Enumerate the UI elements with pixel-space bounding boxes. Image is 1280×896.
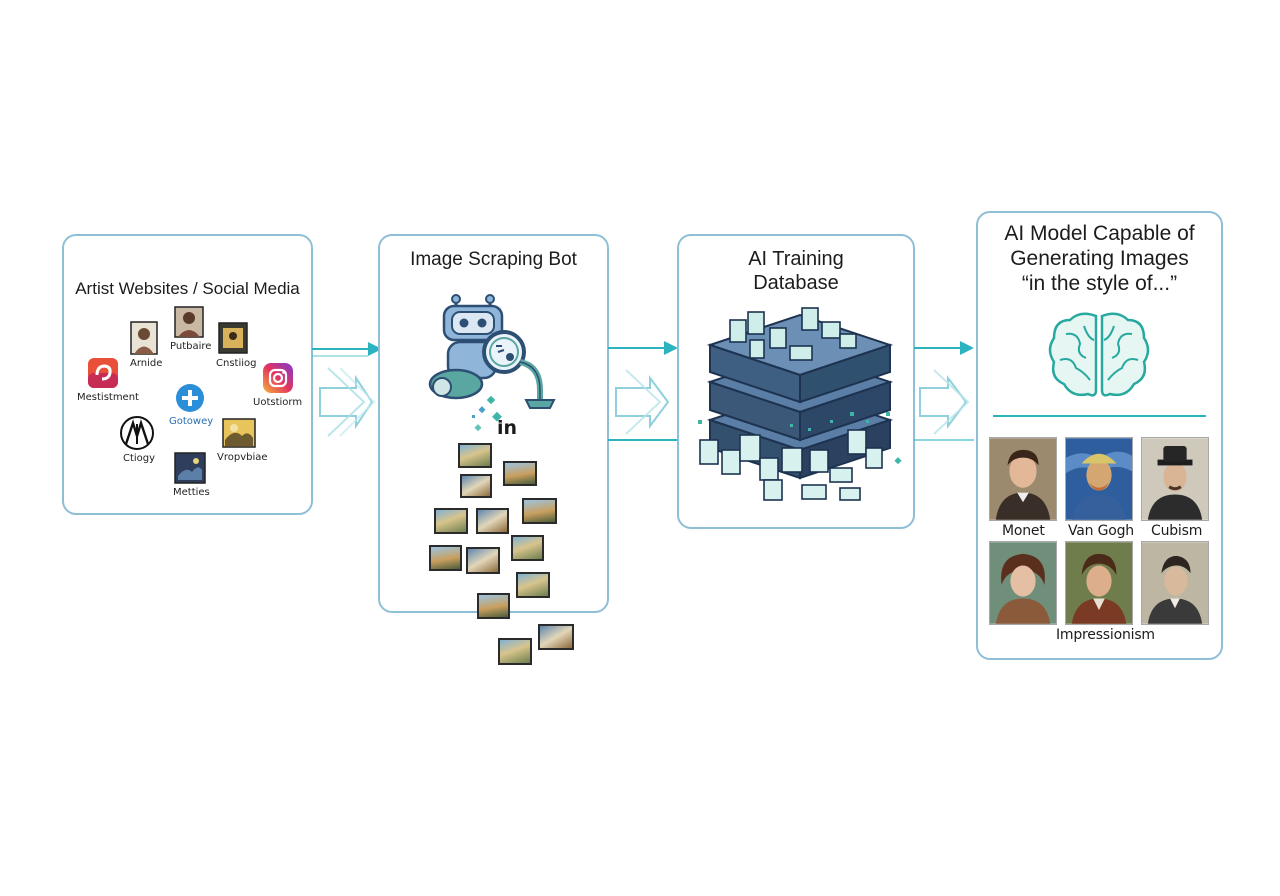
database-server-icon <box>698 307 902 501</box>
portrait-thumbnail <box>989 541 1057 625</box>
image-thumbnail <box>538 624 574 650</box>
image-thumbnail <box>498 638 532 665</box>
source-label: Cnstiiog <box>216 358 257 369</box>
particles-icon <box>472 395 502 432</box>
portrait-thumbnail <box>1065 437 1133 521</box>
style-caption: Monet <box>1002 523 1045 539</box>
image-thumbnail <box>460 474 492 498</box>
vacuum-text: in <box>497 417 518 439</box>
scraper-title: Image Scraping Bot <box>410 249 577 270</box>
portrait-thumbnail <box>1141 437 1209 521</box>
image-thumbnail <box>434 508 468 534</box>
style-caption: Van Gogh <box>1068 523 1134 539</box>
source-label: Vropvbiae <box>217 452 268 463</box>
image-thumbnail <box>477 593 510 619</box>
model-title-line3: “in the style of...” <box>1021 272 1178 295</box>
painting-avatar-icon <box>218 322 248 354</box>
source-label: Metties <box>173 487 210 498</box>
source-label: Gotowey <box>169 416 214 427</box>
style-caption: Impressionism <box>1056 627 1155 643</box>
flow-arrow-2 <box>608 341 696 447</box>
source-label: Arnide <box>130 358 163 369</box>
source-label: Ctiogy <box>123 453 156 464</box>
image-thumbnail <box>429 545 462 571</box>
sources-title: Artist Websites / Social Media <box>75 279 300 298</box>
arch-logo-icon <box>120 416 154 450</box>
image-thumbnail <box>458 443 492 468</box>
model-divider <box>993 415 1206 417</box>
painting-avatar-icon <box>222 418 256 448</box>
flow-arrow-1 <box>312 342 382 437</box>
model-title-line1: AI Model Capable of <box>1004 222 1195 245</box>
plus-circle-icon <box>176 384 204 412</box>
swirl-logo-icon <box>88 358 118 388</box>
image-thumbnail <box>516 572 550 598</box>
source-label: Uotstiorm <box>253 397 303 408</box>
model-title-line2: Generating Images <box>1010 247 1189 270</box>
portrait-thumbnail <box>1065 541 1133 625</box>
image-thumbnail <box>466 547 500 574</box>
painting-avatar-icon <box>174 452 206 484</box>
source-label: Mestistment <box>77 392 139 403</box>
portrait-avatar-icon <box>130 321 158 355</box>
robot-vacuum-icon <box>428 294 556 409</box>
image-thumbnail <box>522 498 557 524</box>
database-title-line2: Database <box>753 272 839 294</box>
portrait-thumbnail <box>1141 541 1209 625</box>
source-label: Putbaire <box>170 341 212 352</box>
image-thumbnail <box>511 535 544 561</box>
flow-arrow-3 <box>914 341 974 441</box>
style-caption: Cubism <box>1151 523 1203 539</box>
instagram-icon <box>263 363 293 393</box>
portrait-avatar-icon <box>174 306 204 338</box>
brain-icon <box>1048 312 1150 397</box>
database-title-line1: AI Training <box>748 248 844 270</box>
portrait-thumbnail <box>989 437 1057 521</box>
image-thumbnail <box>503 461 537 486</box>
image-thumbnail <box>476 508 509 534</box>
